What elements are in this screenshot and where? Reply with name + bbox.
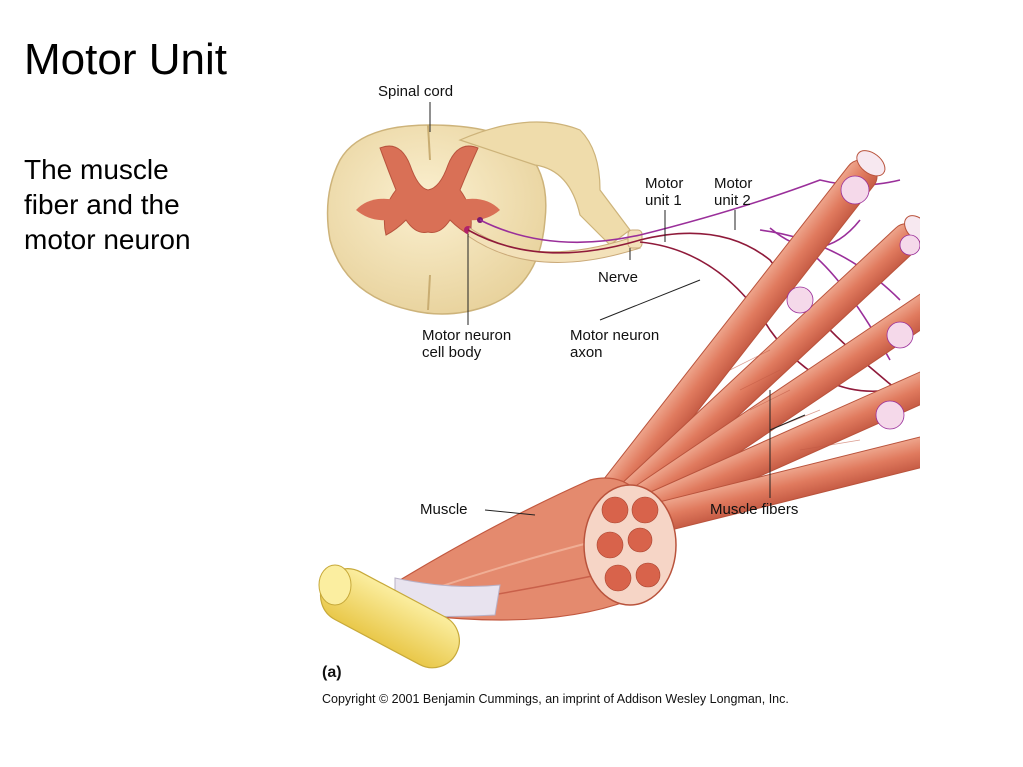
spinal-cord (326, 121, 631, 315)
copyright-notice: Copyright © 2001 Benjamin Cummings, an i… (322, 692, 789, 706)
label-motor-unit-2: Motor unit 2 (714, 175, 753, 209)
body-line-3: motor neuron (24, 224, 191, 255)
label-motor-neuron-axon: Motor neuron axon (570, 327, 660, 361)
label-muscle-fibers: Muscle fibers (710, 501, 799, 518)
tendon (318, 564, 501, 669)
label-leader-lines (429, 102, 806, 516)
label-muscle: Muscle (420, 501, 468, 518)
label-spinal-cord: Spinal cord (378, 83, 454, 100)
motor-unit-figure: Spinal cord Motor unit 1 Motor unit 2 Ne… (300, 70, 920, 720)
slide-body: The muscle fiber and the motor neuron (24, 152, 234, 257)
muscle-fibers (593, 150, 920, 538)
slide-title: Motor Unit (24, 35, 227, 84)
label-nerve: Nerve (598, 269, 639, 286)
label-motor-unit-1: Motor unit 1 (645, 175, 684, 209)
body-line-2: fiber and the (24, 189, 180, 220)
motor-unit-illustration (318, 102, 920, 669)
muscle (399, 477, 677, 621)
label-motor-neuron-cell-body: Motor neuron cell body (422, 327, 512, 361)
panel-label: (a) (322, 664, 342, 681)
body-line-1: The muscle (24, 154, 169, 185)
